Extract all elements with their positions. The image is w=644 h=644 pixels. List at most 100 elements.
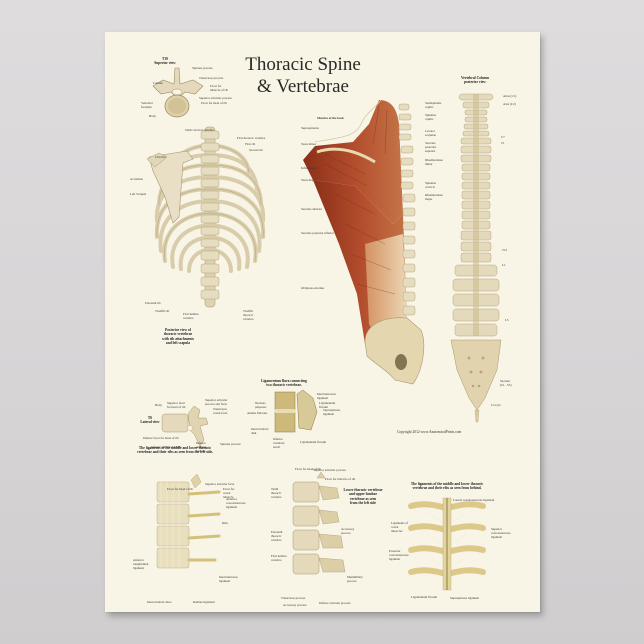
- label: Supraspinous ligament: [323, 408, 341, 416]
- ligaments-behind-illustration: [408, 497, 486, 591]
- label: Teres minor: [301, 142, 317, 146]
- caption-line: The ligaments of the middle and lower th…: [138, 446, 212, 450]
- label: Semispinalis capitis: [425, 101, 442, 109]
- title-line-2: & Vertebrae: [257, 76, 349, 97]
- rib-cage-illustration: [146, 126, 266, 308]
- label: Obliquus externus: [301, 286, 325, 290]
- label: Anulus fibrosus: [247, 411, 268, 415]
- label: Rhomboideus major: [425, 193, 443, 201]
- muscles-caption: Muscles of the back: [317, 116, 344, 120]
- label: Body: [149, 114, 156, 118]
- label: Ligamentum flavum: [300, 440, 327, 444]
- label: Twelfth rib: [155, 309, 170, 313]
- label: Anterior costotransverse ligament: [226, 497, 246, 509]
- label: Splenius cervicis: [425, 181, 436, 189]
- label: Posterior costotransverse ligament: [389, 549, 409, 561]
- vertebral-column-caption: Vertebral Column posterior view: [455, 76, 495, 85]
- label: Facet for costal tubercle: [223, 487, 235, 499]
- title-line-1: Thoracic Spine: [245, 54, 361, 75]
- label: Serratus anterior: [301, 207, 323, 211]
- ligamenta-flava-caption: Ligamentum flava connecting two thoracic…: [257, 379, 311, 388]
- label: Transverse costal facet: [213, 407, 228, 415]
- caption-line: T6: [147, 416, 153, 420]
- label: First lumbar vertebra: [271, 554, 287, 562]
- label: Acromion: [130, 177, 143, 181]
- label: Second rib: [249, 148, 263, 152]
- label: Clavicle: [155, 155, 166, 159]
- label: Sacrum (S1 - S5): [500, 379, 512, 387]
- caption-line: thoracic vertebrae: [163, 332, 193, 337]
- label: Facet for tubercle of rib: [210, 84, 229, 92]
- label: Lamina: [153, 81, 163, 85]
- label: L5: [505, 318, 509, 322]
- label: Inferior articular process: [196, 441, 207, 453]
- t10-vertebra-illustration: [152, 67, 204, 118]
- label: Lateral costotransverse ligament: [453, 498, 495, 502]
- label: Axis (C2): [503, 102, 516, 106]
- label: First thoracic vertebra: [237, 136, 266, 140]
- label: Ligaments of costal tubercles: [391, 521, 408, 533]
- label: Facet for tubercle of rib: [325, 477, 356, 481]
- label: Facet for head of rib: [201, 101, 228, 105]
- label: Twelfth thoracic vertebra: [243, 309, 254, 321]
- caption-line: Posterior view of: [165, 328, 191, 332]
- label: Spinous process: [192, 66, 213, 70]
- label: Sixth cervical vertebra: [185, 128, 214, 132]
- label: Atlas (C1): [503, 94, 517, 98]
- caption-line: The ligaments of the middle and lower th…: [410, 482, 484, 486]
- label: Transverse process: [281, 596, 306, 600]
- label: Accessory process: [341, 527, 355, 535]
- caption-line: vertebrae and their ribs as seen from th…: [137, 450, 213, 455]
- caption-line: Superior view: [154, 61, 176, 66]
- label: Eleventh thoracic vertebra: [271, 530, 283, 542]
- lateral-view-caption: T6 Lateral view: [135, 416, 165, 425]
- label: Superior facet for head of rib: [167, 401, 186, 409]
- label: First rib: [245, 142, 256, 146]
- label: Superior costotransverse ligament: [491, 527, 511, 539]
- label: Coccyx: [491, 403, 501, 407]
- label: C7: [501, 135, 505, 139]
- label: Inferior articular process: [319, 601, 351, 605]
- label: Mammillary process: [347, 575, 363, 583]
- label: Inferior facet for head of rib: [143, 436, 179, 440]
- label: Intertransverse ligament: [317, 392, 336, 400]
- label: Superior articular process: [313, 468, 346, 472]
- label: Splenius capitis: [425, 113, 436, 121]
- label: Supraspinous ligament: [450, 596, 480, 600]
- anatomy-poster: Thoracic Spine & Vertebrae T10 Superior …: [105, 32, 540, 612]
- label: Levator scapulae: [425, 129, 436, 137]
- caption-line: Lateral view: [140, 420, 160, 425]
- label: Infraspinatus: [301, 166, 318, 170]
- label: Left Scapula: [130, 192, 147, 196]
- caption-line: Lower thoracic vertebrae: [343, 488, 383, 492]
- lumbar-lateral-caption: Lower thoracic vertebrae and upper lumba…: [340, 488, 386, 506]
- label: Body: [155, 403, 162, 407]
- copyright-text: Copyright 2012 www.AnatomicalPrints.com: [397, 430, 462, 434]
- label: Eleventh rib: [145, 301, 161, 305]
- label: Inferior vertebral notch: [151, 445, 181, 449]
- label: Serratus posterior inferior: [301, 231, 334, 235]
- ligaments-behind-caption: The ligaments of the middle and lower th…: [405, 482, 489, 491]
- label: Tenth thoracic vertebra: [271, 487, 282, 499]
- label: Vertebral foramen: [141, 101, 153, 109]
- label: Facet for head of rib: [167, 487, 194, 491]
- label: Serratus posterior superior: [425, 141, 437, 153]
- label: Transverse process: [199, 76, 224, 80]
- t6-lateral-illustration: [161, 405, 209, 447]
- caption-line: from the left side: [350, 501, 376, 506]
- back-muscles-illustration: [303, 99, 425, 385]
- caption-line: Vertebral Column: [461, 76, 489, 80]
- label: Intervertebral discs: [147, 600, 172, 604]
- label: First lumbar vertebra: [183, 312, 199, 320]
- rib-cage-caption: Posterior view of thoracic vertebrae wit…: [153, 328, 203, 346]
- two-vertebrae-illustration: [274, 389, 318, 433]
- label: Ligamentum flavum: [411, 595, 438, 599]
- label: Nucleus pulposus: [255, 401, 267, 409]
- poster-title: Thoracic Spine & Vertebrae: [233, 54, 373, 98]
- caption-line: with rib attachments: [162, 336, 194, 341]
- caption-line: posterior view: [464, 80, 486, 85]
- label: Ribs: [222, 521, 228, 525]
- lumbar-lateral-illustration: [292, 471, 346, 575]
- vertebral-column-illustration: [450, 93, 502, 423]
- superior-view-caption: T10 Superior view: [145, 57, 185, 66]
